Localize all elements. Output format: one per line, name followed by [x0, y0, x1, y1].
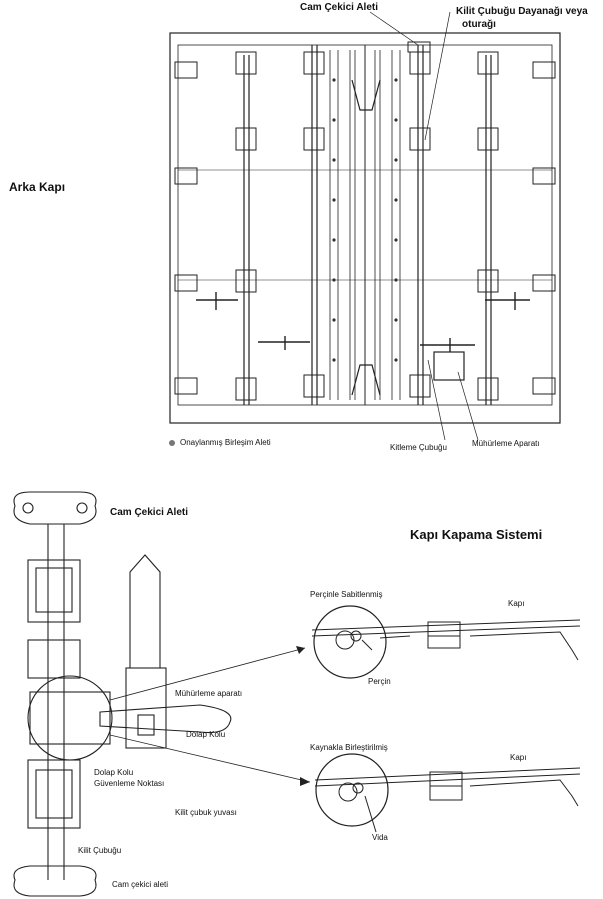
glass-puller-bottom-label: Cam Çekici Aleti: [110, 507, 188, 518]
welded-label: Kaynakla Birleştirilmiş: [310, 743, 388, 752]
door-outer-frame: [169, 32, 561, 424]
arrow-welded: [300, 777, 310, 786]
sealing-box: [433, 351, 465, 381]
locking-rods: [243, 45, 492, 405]
lock-rod-support-label-1: Kilit Çubuğu Dayanağı veya: [456, 6, 588, 17]
welded-detail: [314, 767, 581, 833]
arrow-riveted: [296, 646, 305, 654]
riveted-label: Perçinle Sabitlenmiş: [310, 590, 383, 599]
rod-assembly: [13, 491, 113, 897]
profile-top: [351, 79, 381, 111]
door-label-2: Kapı: [510, 753, 527, 762]
door-ribs: [329, 50, 401, 400]
profile-bottom: [351, 364, 381, 396]
leader-riveted: [109, 647, 306, 701]
sealing-part-label: Mühürleme aparatı: [175, 689, 243, 698]
top-leader-lines: [369, 11, 479, 441]
riveted-detail: [311, 619, 581, 661]
center-right-handle: [420, 338, 475, 352]
leader-welded: [109, 734, 311, 783]
right-handle: [485, 292, 530, 310]
handle-assembly: [99, 554, 232, 749]
lock-rod-support-label-2: oturağı: [462, 19, 496, 30]
locking-rod-label: Kitleme Çubuğu: [390, 443, 447, 452]
approved-joint-dot: [169, 440, 175, 446]
screw-label: Vida: [372, 833, 388, 842]
cabinet-handle-label: Dolap Kolu: [186, 730, 226, 739]
detail-riveted-circle: [313, 605, 387, 679]
glass-puller-tool-label: Cam çekici aleti: [112, 880, 169, 889]
handle-securing-label-1: Dolap Kolu: [94, 768, 134, 777]
sealing-device-label: Mühürleme Aparatı: [472, 439, 540, 448]
rear-door-label: Arka Kapı: [9, 180, 66, 194]
left-handle: [196, 292, 238, 310]
glass-puller-label: Cam Çekici Aleti: [300, 2, 378, 13]
center-left-handle: [258, 336, 310, 350]
rod-brackets: [174, 41, 556, 401]
door-closing-system-title: Kapı Kapama Sistemi: [410, 527, 543, 542]
detail-welded-circle: [315, 753, 389, 827]
approved-joint-label: Onaylanmış Birleşim Aleti: [180, 438, 271, 447]
lock-rod-seat-label: Kilit çubuk yuvası: [175, 808, 237, 817]
lock-rod-label: Kilit Çubuğu: [78, 846, 122, 855]
handle-securing-label-2: Güvenleme Noktası: [94, 779, 165, 788]
rivet-dots: [332, 78, 398, 362]
rivet-label: Perçin: [368, 677, 391, 686]
door-label-1: Kapı: [508, 599, 525, 608]
